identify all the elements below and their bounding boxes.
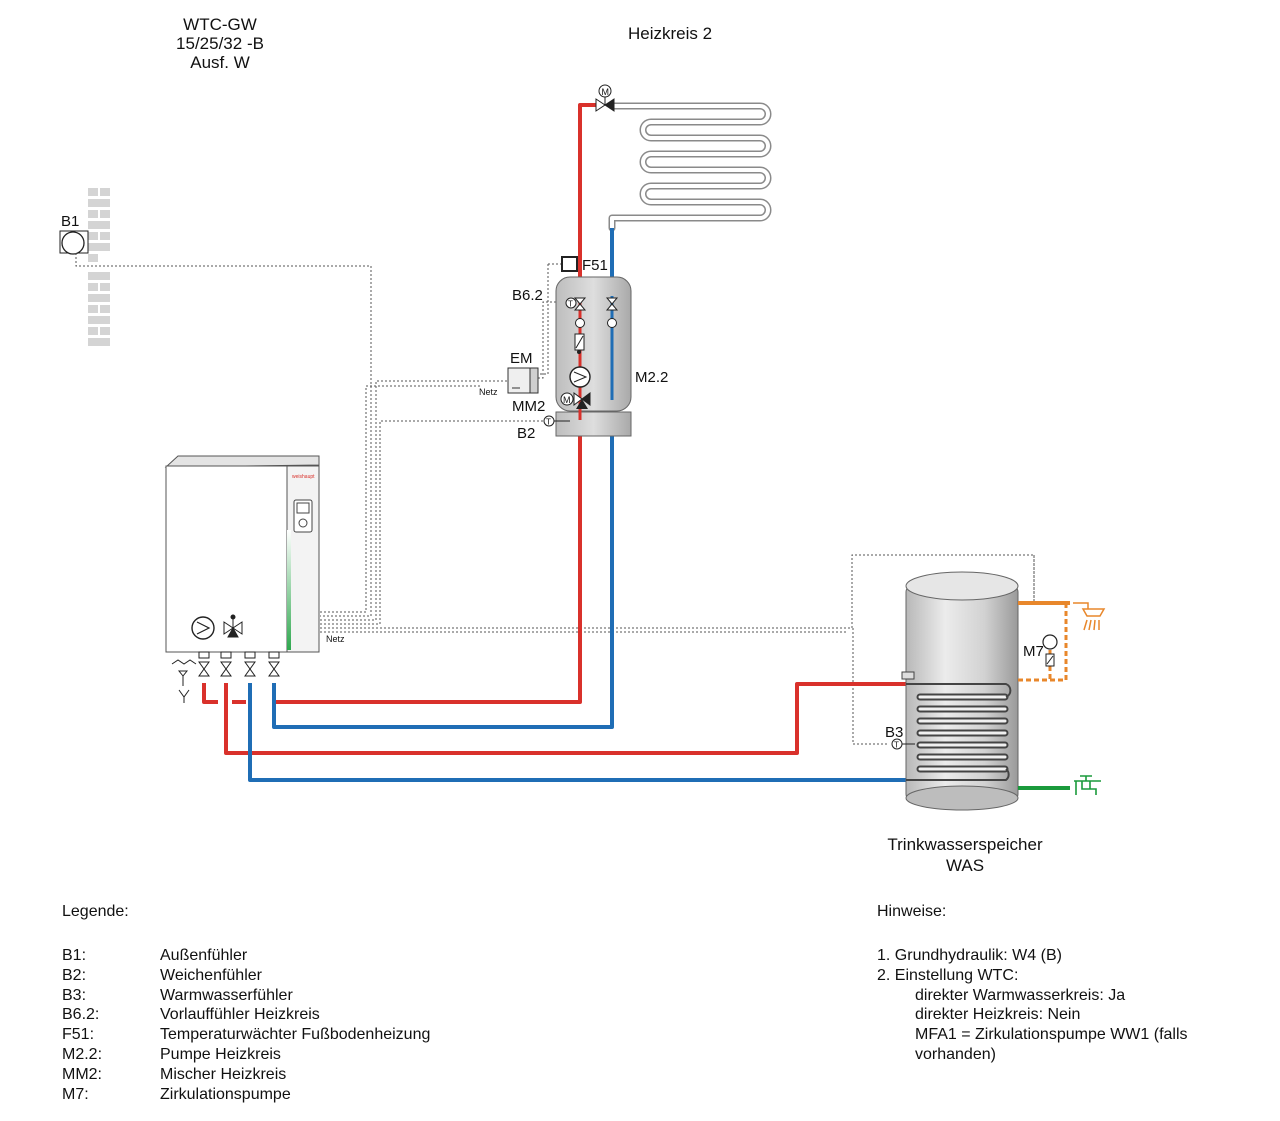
supply-pipes xyxy=(202,103,906,755)
temperature-guard-f51 xyxy=(561,256,578,272)
temperature-sensor-icon xyxy=(565,297,577,309)
label-m7: M7 xyxy=(1023,643,1044,660)
storage-title-line1: Trinkwasserspeicher xyxy=(887,835,1043,854)
note-line: MFA1 = Zirkulationspumpe WW1 (falls xyxy=(915,1026,1188,1044)
label-f51: F51 xyxy=(582,257,608,274)
motor-icon xyxy=(560,392,574,406)
legend-item: MM2:Mischer Heizkreis xyxy=(62,1065,287,1083)
legend-item: B6.2:Vorlauffühler Heizkreis xyxy=(62,1006,320,1024)
device-title: WTC-GW 15/25/32 -B Ausf. W xyxy=(150,15,290,72)
mixer-valve-icon xyxy=(223,614,243,638)
device-title-line2: 15/25/32 -B xyxy=(176,34,264,53)
motor-icon: M xyxy=(602,87,610,97)
mixer-valve-icon xyxy=(573,392,583,406)
note-line: direkter Heizkreis: Nein xyxy=(915,1006,1081,1024)
label-em: EM xyxy=(510,350,533,367)
legend-item: M7:Zirkulationspumpe xyxy=(62,1085,291,1103)
note-line: vorhanden) xyxy=(915,1045,996,1063)
brand-logo: weishaupt xyxy=(292,474,315,480)
outdoor-sensor-b1: B1 xyxy=(59,213,89,255)
circuit-title: Heizkreis 2 xyxy=(628,24,713,43)
label-netz-boiler: Netz xyxy=(326,634,345,644)
device-title-line1: WTC-GW xyxy=(183,15,257,34)
signal-wires xyxy=(75,253,1035,745)
extension-module-em xyxy=(507,367,539,394)
label-m22: M2.2 xyxy=(635,369,668,386)
legend-list: B1:Außenfühler B2:Weichenfühler B3:Warmw… xyxy=(62,946,430,1104)
outdoor-wall xyxy=(88,188,110,346)
ball-valve-icon xyxy=(573,297,619,311)
connection-valves xyxy=(198,651,280,677)
label-b2: B2 xyxy=(517,425,535,442)
label-b62: B6.2 xyxy=(512,287,543,304)
boiler-wtc-gw: weishaupt xyxy=(164,455,320,703)
note-line: 1. Grundhydraulik: W4 (B) xyxy=(877,947,1062,964)
circulation-pipes xyxy=(1018,603,1068,682)
legend-item: M2.2:Pumpe Heizkreis xyxy=(62,1045,281,1063)
label-b1: B1 xyxy=(61,213,79,230)
floor-heating-loops xyxy=(608,102,772,232)
device-title-line3: Ausf. W xyxy=(190,53,250,72)
legend-item: B2:Weichenfühler xyxy=(62,966,262,984)
pump-icon xyxy=(191,616,215,640)
label-b3: B3 xyxy=(885,724,903,741)
water-storage-tank: T xyxy=(891,571,1019,811)
svg-text:T: T xyxy=(894,741,899,750)
legend-item: B3:Warmwasserfühler xyxy=(62,986,293,1004)
legend-item: B1:Außenfühler xyxy=(62,947,248,964)
legend-item: F51:Temperaturwächter Fußbodenheizung xyxy=(62,1026,431,1044)
svg-text:T: T xyxy=(568,300,573,309)
storage-title-line2: WAS xyxy=(945,856,985,875)
heating-module: T M T xyxy=(543,276,632,437)
storage-title: Trinkwasserspeicher WAS xyxy=(860,834,1070,876)
tap-icon xyxy=(1074,775,1101,795)
svg-text:M: M xyxy=(563,395,571,405)
floor-heating-loops-inner xyxy=(610,104,770,230)
svg-text:T: T xyxy=(546,418,551,427)
label-mm2: MM2 xyxy=(512,398,545,415)
notes-list: 1. Grundhydraulik: W4 (B) 2. Einstellung… xyxy=(877,946,1188,1065)
shower-icon xyxy=(1073,602,1106,631)
circulation-pump-m7 xyxy=(1042,634,1058,667)
note-line: direkter Warmwasserkreis: Ja xyxy=(915,986,1126,1004)
motor-valve-top: M xyxy=(595,84,615,112)
note-line: 2. Einstellung WTC: xyxy=(877,966,1019,984)
legend-title: Legende: xyxy=(62,903,129,920)
label-netz-em: Netz xyxy=(479,387,498,397)
notes-title: Hinweise: xyxy=(877,903,947,920)
